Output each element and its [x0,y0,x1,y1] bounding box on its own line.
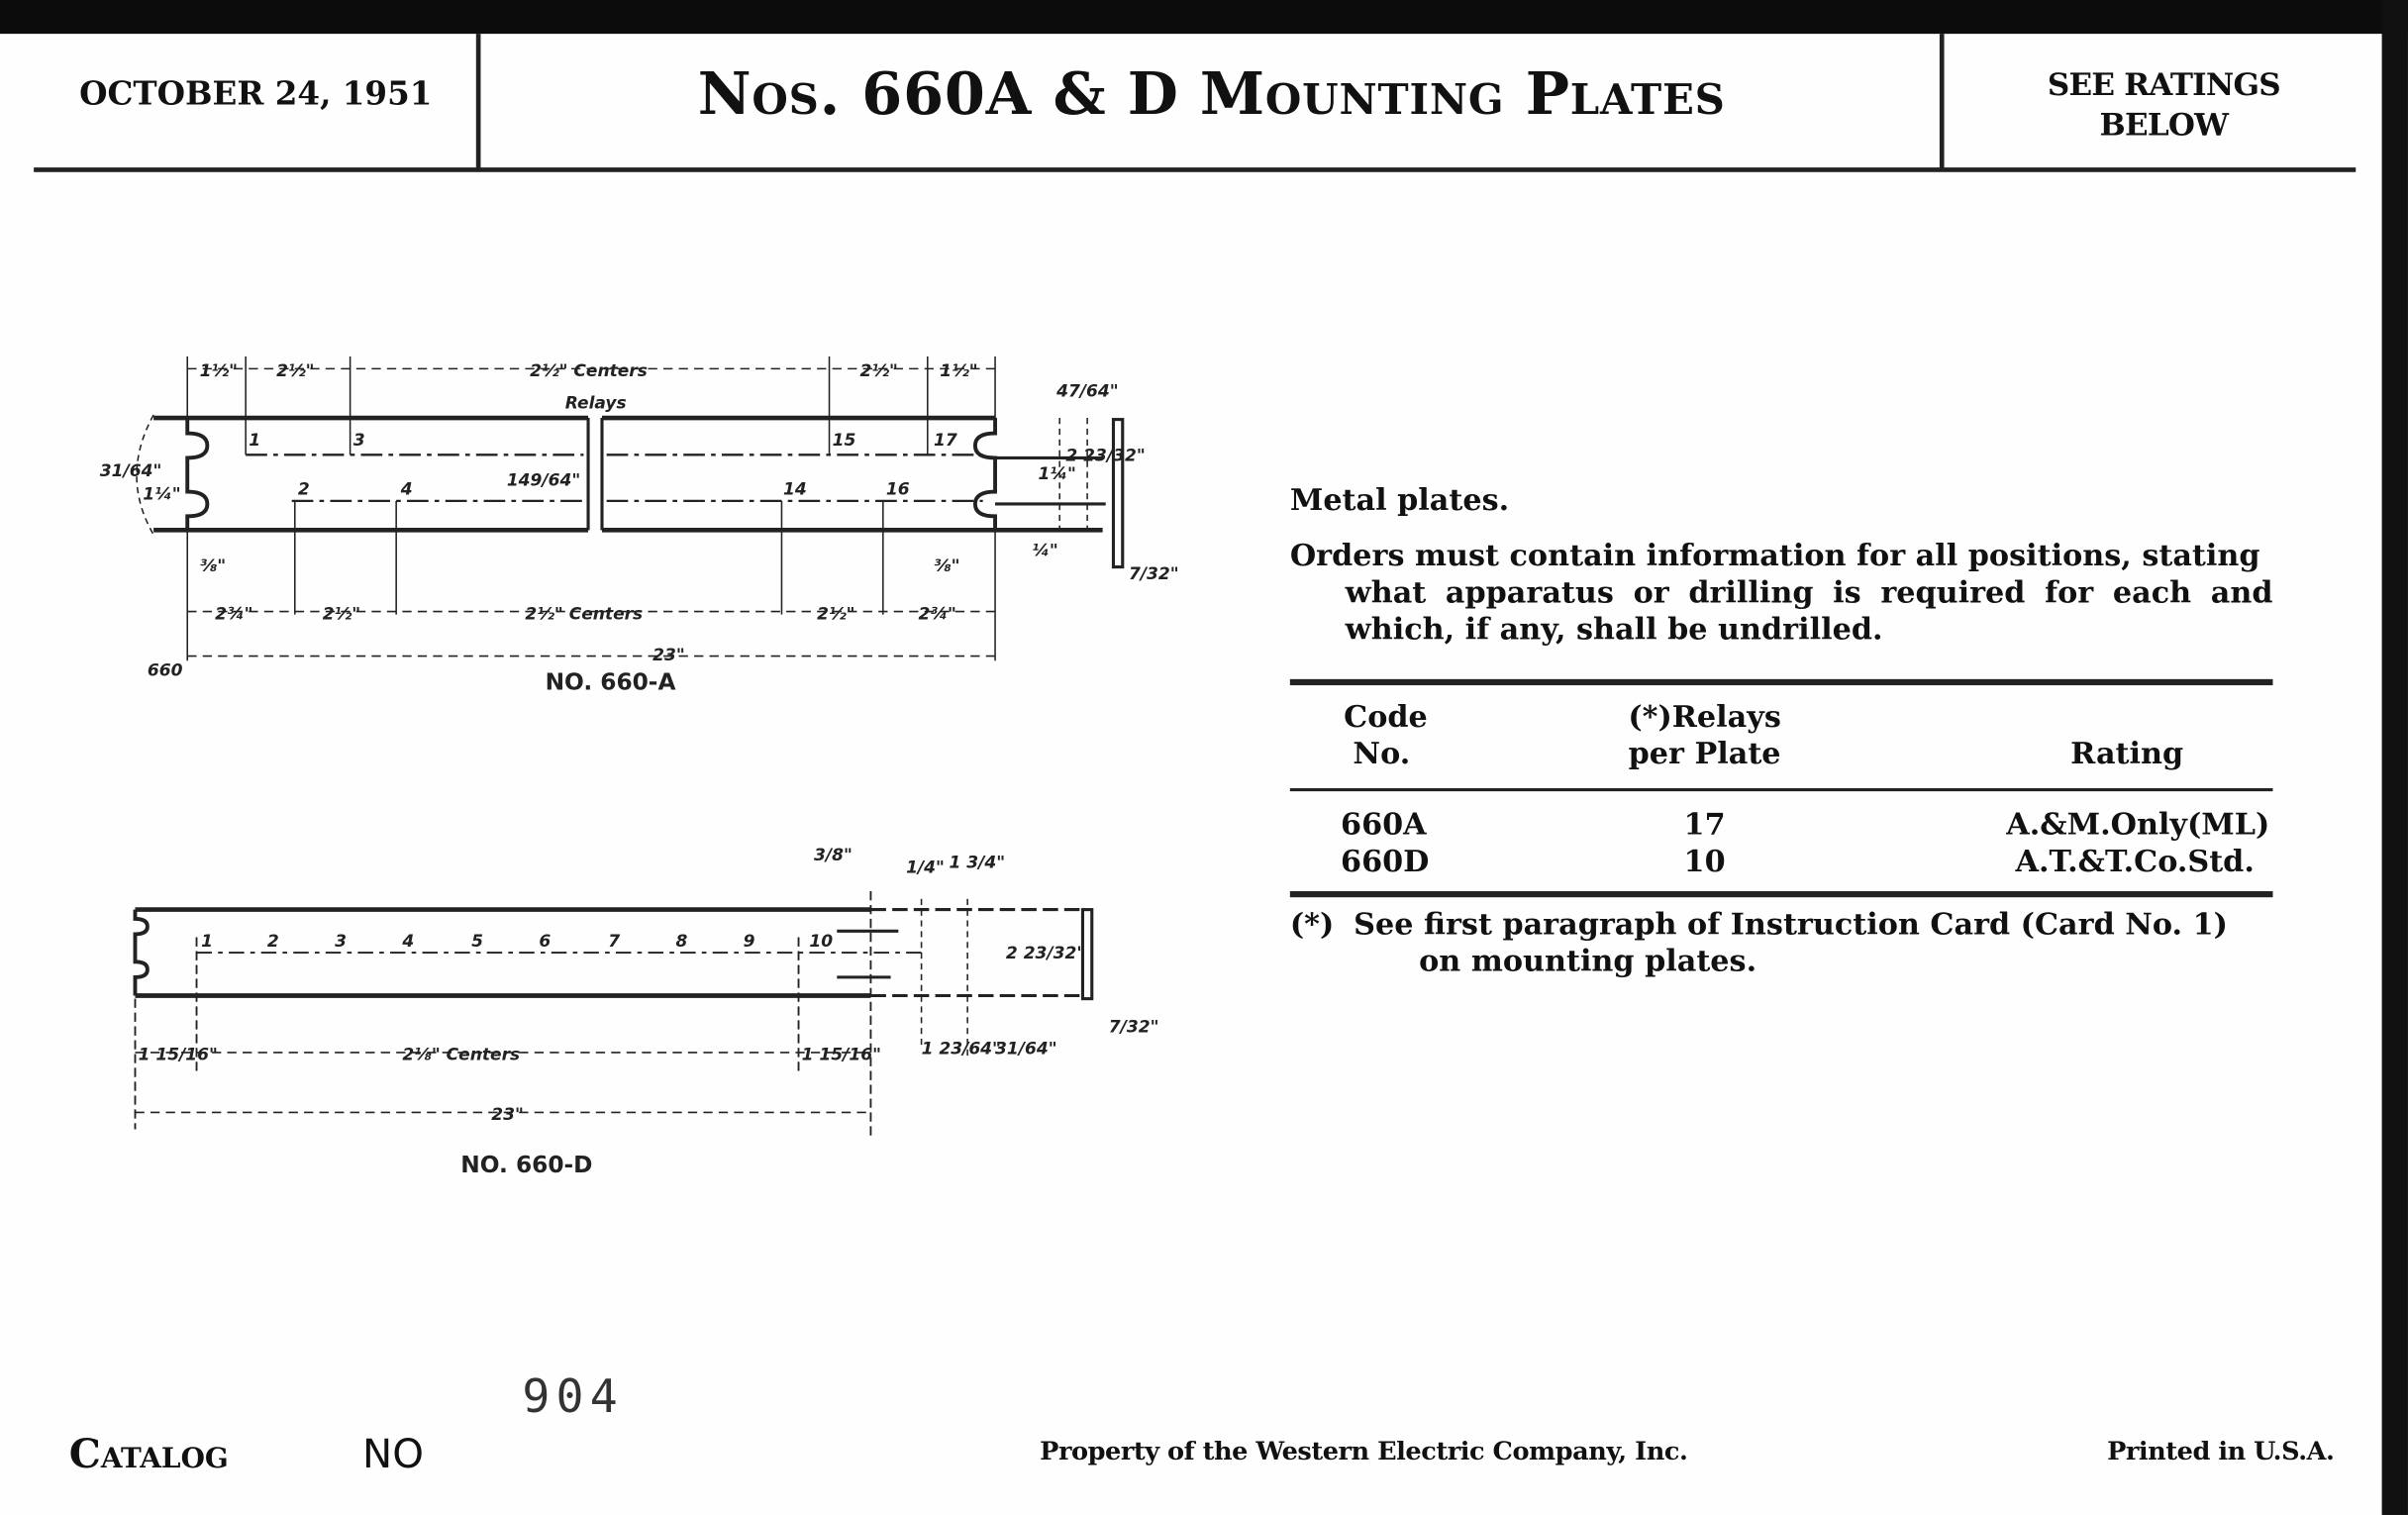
dim-label: 2⅛" Centers [402,1046,520,1065]
diagram-660d [133,890,1094,1138]
dim-label: ¼" [1032,542,1058,561]
dim-label: 23" [491,1105,524,1125]
catalog-no-label: NO [362,1432,424,1478]
dim-label: 1½" [200,361,238,381]
position-number: 17 [934,431,957,451]
position-number: 1 [249,431,260,451]
scan-border-right [2381,0,2408,1515]
header-text: per Plate [1628,736,1781,771]
cell-relays: 10 [1683,843,1726,879]
dim-label: 23" [652,646,685,665]
order-instructions: Orders must contain information for all … [1290,538,2273,649]
position-number: 2 [267,932,279,952]
dim-label: 7/32" [1109,1018,1159,1038]
position-number: 10 [809,932,833,952]
header-divider [1939,34,1945,169]
dim-label: 1 15/16" [139,1046,218,1065]
order-instructions-rest: what apparatus or drilling is required f… [1345,574,2273,648]
dim-label: 2 23/32" [1065,447,1145,466]
position-number: 14 [783,480,807,500]
ratings-note: SEE RATINGS BELOW [1946,64,2381,145]
position-number: 5 [471,932,483,952]
dim-label: 2½" Centers [525,604,643,624]
position-number: 7 [608,932,620,952]
col-header-rating: Rating [2070,736,2184,771]
diagram-660a [136,355,1125,661]
ratings-note-line: BELOW [2099,106,2229,144]
table-header-rule [1289,788,2273,792]
diagram-660d-labels: 1 2 3 4 5 6 7 8 9 10 1 15/16" 2⅛" Center… [139,846,1159,1178]
cell-relays: 17 [1683,806,1726,843]
dim-label: 2 23/32" [1006,944,1085,963]
order-instructions-first: Orders must contain information for all … [1289,538,2260,573]
cell-rating: A.T.&T.Co.Std. [2015,843,2255,879]
printed-notice: Printed in U.S.A. [2107,1436,2335,1466]
footnote-mark: (*) [1289,906,1335,943]
page-title: Nos. 660A & D Mounting Plates [697,57,1726,128]
dim-label: 2¾" [215,604,252,624]
dim-label: 1¼" [143,484,180,504]
position-number: 1 [201,932,213,952]
catalog-number: 904 [522,1370,624,1425]
ratings-note-line: SEE RATINGS [2047,65,2281,103]
footnote-text: See first paragraph of Instruction Card … [1354,906,2228,943]
dim-label: 31/64" [995,1039,1057,1059]
dim-label: 7/32" [1129,564,1179,584]
cell-code: 660A [1341,806,1427,843]
property-notice: Property of the Western Electric Company… [1040,1436,1688,1466]
footnote-text: on mounting plates. [1419,943,1757,979]
dim-label: 2½" [860,361,898,381]
dim-label: 2½" [276,361,314,381]
header-divider [475,34,481,169]
dim-label: 2½" [817,604,854,624]
drawing-mark: 660 [148,661,183,681]
dim-label: ⅜" [200,556,227,576]
table-bottom-rule [1289,890,2273,898]
dim-label: 1 23/64" [922,1039,1001,1059]
header-rule [34,167,2357,172]
dim-label: 149/64" [507,470,580,490]
position-number: 16 [886,480,910,500]
dim-label: 47/64" [1055,381,1119,401]
description-line: Metal plates. [1289,482,1510,518]
table-top-rule [1289,678,2273,686]
diagram-caption: NO. 660-D [460,1152,592,1178]
dim-label: 2¾" [918,604,955,624]
card-date: OCTOBER 24, 1951 [79,73,433,113]
dim-label: 3/8" [814,846,853,865]
position-number: 15 [833,431,856,451]
position-number: 6 [539,932,551,952]
dim-label: 1 3/4" [950,854,1006,873]
dim-label: 31/64" [100,461,162,481]
header-text: (*)Relays [1628,699,1781,735]
dim-label: 2½" Centers [530,361,648,381]
dim-label: 1¼" [1038,464,1075,484]
dim-label: 1/4" [906,858,945,877]
dim-label: ⅜" [934,556,960,576]
dim-label: 1½" [940,361,977,381]
dim-label: 2½" [323,604,360,624]
scan-border-top [0,0,2408,35]
relays-label: Relays [565,394,627,414]
dim-label: 1 15/16" [802,1046,881,1065]
header-text: No. [1353,736,1411,771]
position-number: 8 [675,932,687,952]
position-number: 4 [401,932,414,952]
position-number: 3 [353,431,365,451]
position-number: 4 [400,480,413,500]
cell-code: 660D [1341,843,1430,879]
catalog-label: Catalog [68,1432,229,1478]
table-footnote: (*) See first paragraph of Instruction C… [1290,907,2273,980]
position-number: 9 [744,932,755,952]
cell-rating: A.&M.Only(ML) [2006,806,2270,843]
position-number: 3 [335,932,347,952]
diagram-660a-labels: 1½" 2½" 2½" Centers 2½" 1½" Relays 1 3 1… [100,361,1179,696]
diagram-caption: NO. 660-A [546,669,676,696]
header-text: Code [1344,699,1428,735]
position-number: 2 [298,480,310,500]
